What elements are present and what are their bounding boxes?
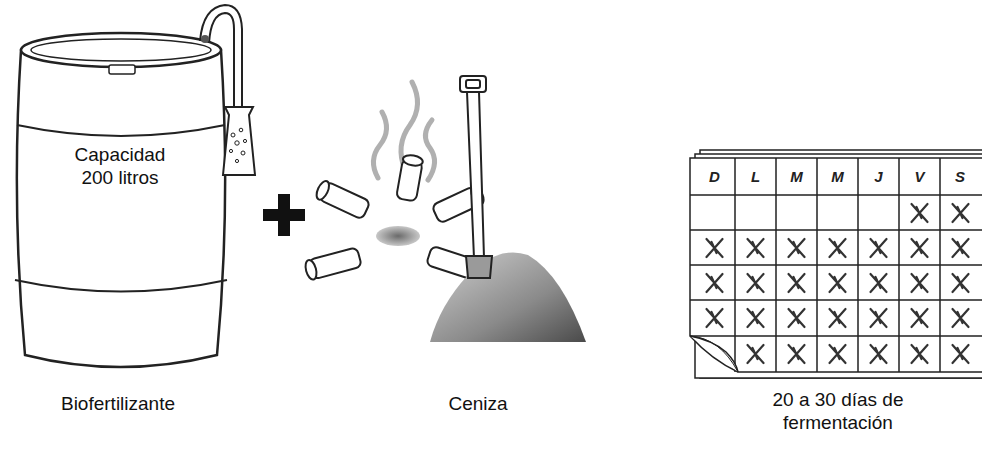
weekday-letter: M <box>820 161 856 193</box>
ash-pile <box>430 253 586 343</box>
weekday-letter: J <box>861 161 897 193</box>
day-cross <box>748 239 764 257</box>
day-cross <box>912 309 928 327</box>
day-cross <box>912 204 928 222</box>
caption: Biofertilizante <box>18 392 218 415</box>
capacity-text: Capacidad 200 litros <box>60 143 180 189</box>
day-cross <box>953 204 969 222</box>
weekday-letter: L <box>738 161 774 193</box>
day-cross <box>871 239 887 257</box>
day-cross <box>789 345 805 363</box>
weekday-letter: M <box>779 161 815 193</box>
weekday-letter: S <box>942 161 978 193</box>
day-cross <box>871 274 887 292</box>
day-cross <box>748 309 764 327</box>
weekday-letter: D <box>697 161 733 193</box>
day-cross <box>953 274 969 292</box>
day-cross <box>707 274 723 292</box>
weekday-letter: V <box>902 161 938 193</box>
day-cross <box>748 274 764 292</box>
day-cross <box>789 239 805 257</box>
day-marks <box>707 204 969 363</box>
shovel <box>460 76 492 278</box>
day-cross <box>912 274 928 292</box>
calendar <box>690 158 982 372</box>
day-cross <box>871 345 887 363</box>
day-cross <box>707 309 723 327</box>
caption: 20 a 30 días de fermentación <box>758 388 918 434</box>
plus-sign <box>263 194 305 236</box>
barrel: Capacidad 200 litros <box>5 15 267 377</box>
embers <box>376 226 420 246</box>
day-cross <box>830 309 846 327</box>
day-cross <box>830 239 846 257</box>
day-cross <box>953 345 969 363</box>
barrel-outline <box>5 15 267 377</box>
day-cross <box>789 309 805 327</box>
day-cross <box>953 309 969 327</box>
day-cross <box>953 239 969 257</box>
logs <box>304 154 487 282</box>
day-cross <box>830 274 846 292</box>
day-cross <box>748 345 764 363</box>
day-cross <box>912 345 928 363</box>
day-cross <box>871 309 887 327</box>
day-cross <box>789 274 805 292</box>
day-cross <box>830 345 846 363</box>
caption: Ceniza <box>408 392 548 415</box>
day-cross <box>912 239 928 257</box>
day-cross <box>707 239 723 257</box>
